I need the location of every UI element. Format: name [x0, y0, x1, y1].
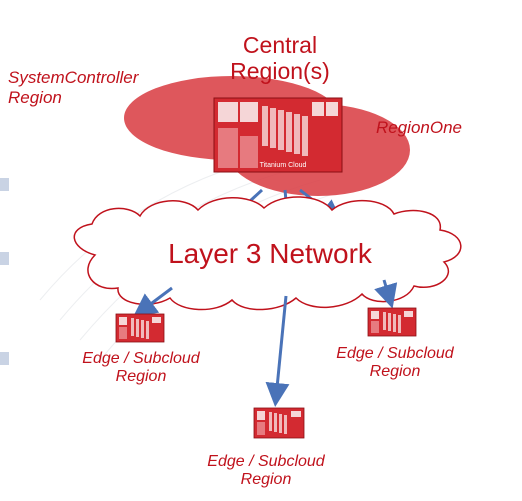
arrow-to-bottom-edge	[265, 295, 290, 407]
region-one-label: RegionOne	[376, 118, 463, 137]
central-title-line1: Central	[242, 32, 318, 58]
central-region-title: Central Region(s)	[180, 32, 380, 85]
edge-bottom-line1: Edge / Subcloud	[207, 453, 325, 470]
system-controller-line2: Region	[8, 87, 62, 107]
edge-server-left	[115, 313, 165, 343]
edge-server-right	[367, 307, 417, 337]
system-controller-line1: SystemController	[8, 68, 139, 87]
edge-left-line1: Edge / Subcloud	[82, 350, 200, 367]
edge-label-left: Edge / Subcloud Region	[56, 350, 226, 387]
central-server-badge: Titanium Cloud	[260, 162, 307, 169]
edge-right-line1: Edge / Subcloud	[336, 345, 454, 362]
edge-bottom-line2: Region	[240, 471, 292, 489]
edge-right-line2: Region	[369, 363, 421, 381]
network-cloud	[73, 196, 462, 311]
central-title-line2: Region(s)	[230, 58, 330, 85]
edge-label-bottom: Edge / Subcloud Region	[181, 453, 351, 490]
decorative-square	[0, 352, 9, 365]
central-server: Titanium Cloud	[213, 97, 343, 173]
arrow-to-right-edge	[374, 279, 398, 309]
edge-label-right: Edge / Subcloud Region	[310, 345, 480, 382]
decorative-square	[0, 178, 9, 191]
network-label: Layer 3 Network	[168, 238, 372, 269]
edge-server-bottom	[253, 407, 305, 439]
arrow-to-left-edge	[132, 286, 173, 318]
system-controller-label: SystemController Region	[8, 68, 138, 107]
edge-left-line2: Region	[115, 368, 167, 386]
decorative-square	[0, 252, 9, 265]
